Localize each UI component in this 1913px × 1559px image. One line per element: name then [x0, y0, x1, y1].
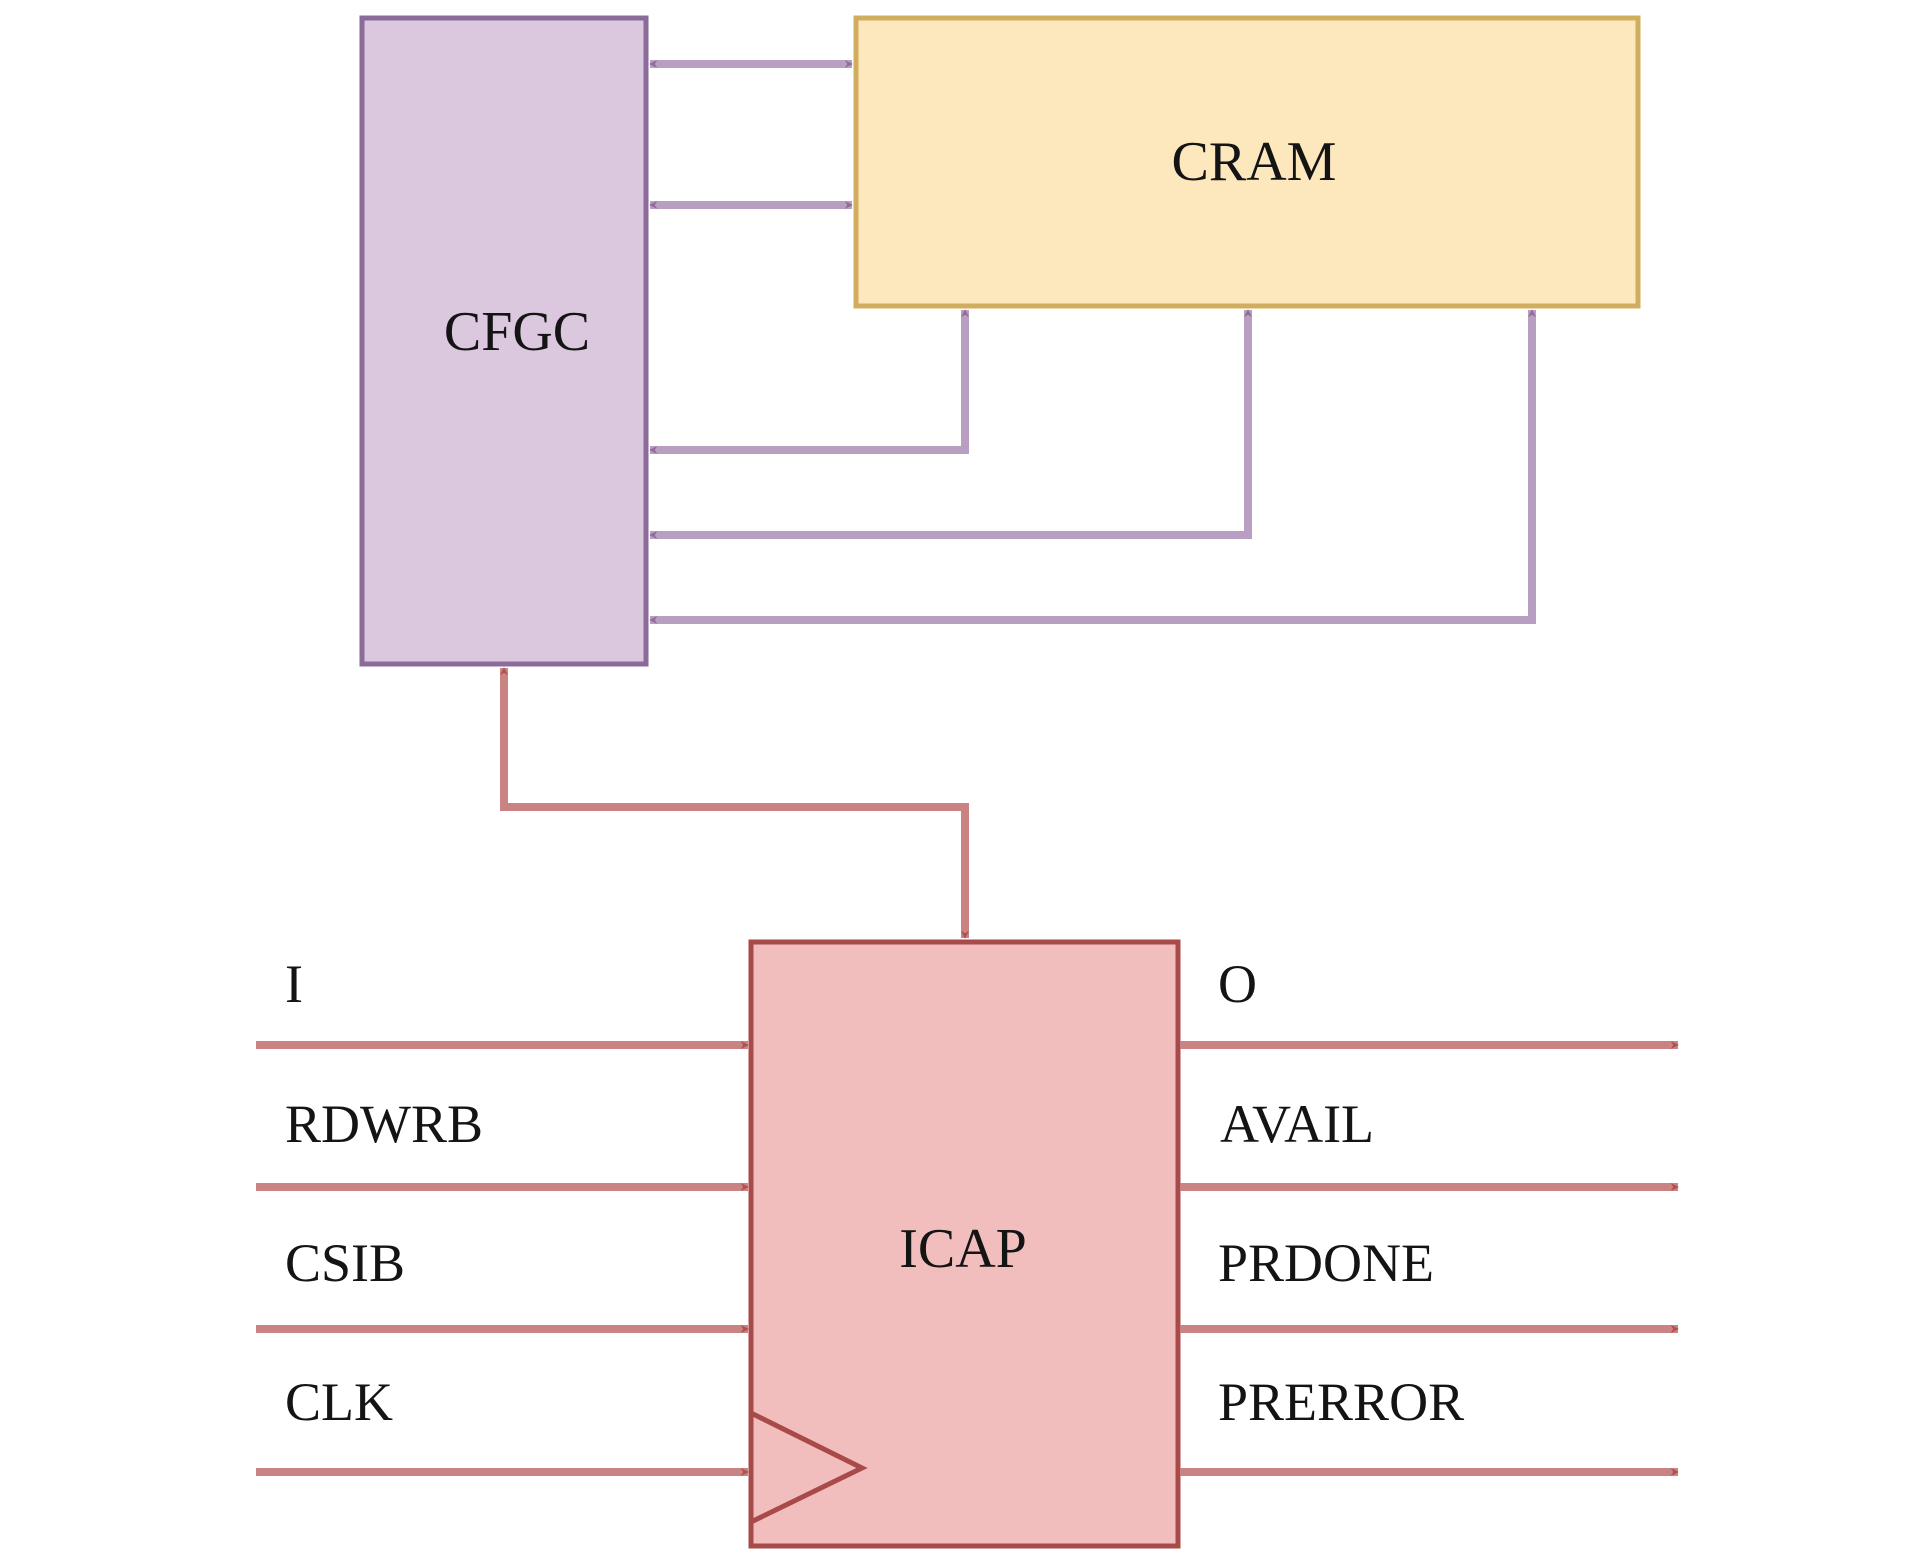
input-label-csib: CSIB [285, 1233, 405, 1293]
input-label-i: I [285, 954, 303, 1014]
cram-feedback-3 [649, 309, 1536, 624]
input-label-clk: CLK [285, 1372, 393, 1432]
cram-block [853, 15, 1641, 309]
cfgc-block [359, 15, 649, 667]
cfgc-icap-link [500, 667, 969, 939]
icap-label: ICAP [899, 1218, 1027, 1280]
cram-feedback-2 [649, 309, 1252, 539]
cram-label: CRAM [1172, 131, 1337, 193]
output-label-o: O [1218, 954, 1257, 1014]
icap-outputs: O AVAIL PRDONE PRERROR [1180, 954, 1679, 1476]
cram-feedback-1 [649, 309, 969, 454]
output-label-avail: AVAIL [1220, 1094, 1374, 1154]
icap-inputs: I RDWRB CSIB CLK [256, 954, 749, 1476]
input-label-rdwrb: RDWRB [285, 1094, 483, 1154]
cfgc-cram-links [649, 60, 1536, 624]
clock-triangle-icon [749, 1410, 868, 1525]
output-label-prerror: PRERROR [1218, 1372, 1464, 1432]
cfgc-label: CFGC [444, 301, 590, 363]
icap-block [748, 939, 1181, 1549]
output-label-prdone: PRDONE [1218, 1233, 1434, 1293]
